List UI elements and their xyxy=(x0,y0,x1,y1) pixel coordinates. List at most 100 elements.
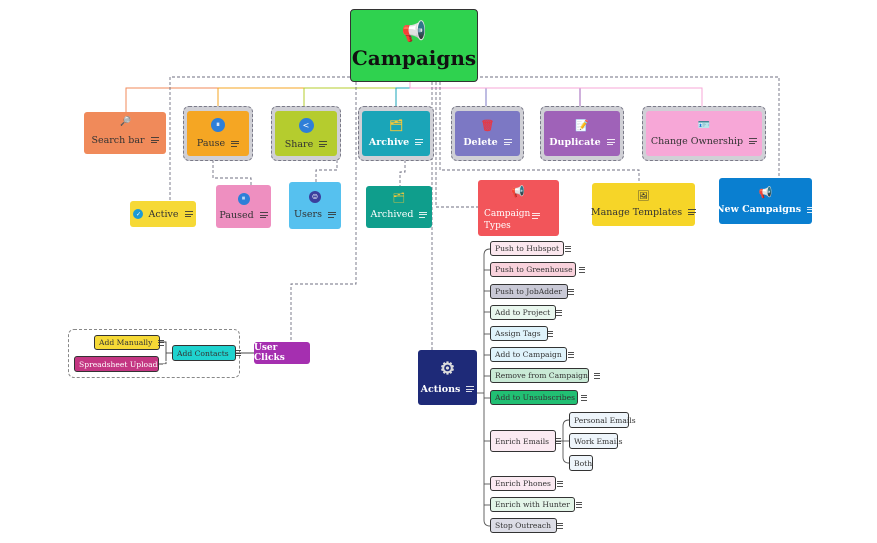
note-icon xyxy=(532,211,540,220)
note-icon xyxy=(807,205,816,214)
note-icon xyxy=(327,210,336,219)
note-icon xyxy=(593,371,600,380)
megaphone-icon: 📢 xyxy=(401,19,427,43)
note-icon xyxy=(184,210,193,219)
node-actions[interactable]: ⚙ Actions xyxy=(418,350,477,405)
root-title: Campaigns xyxy=(351,46,477,70)
user-icon: ☺ xyxy=(309,191,321,203)
node-label: Campaign Types xyxy=(484,209,531,231)
action-label: Push to JobAdder xyxy=(495,287,563,296)
action-label: Push to Hubspot xyxy=(495,244,559,253)
node-label: Change Ownership xyxy=(650,135,744,147)
person-card-icon: 🪪 xyxy=(697,119,711,131)
check-circle-icon: ✓ xyxy=(133,209,144,219)
option-label: Personal Emails xyxy=(574,415,636,425)
action-item-push-to-jobadder[interactable]: Push to JobAdder xyxy=(490,284,575,299)
action-item-remove-from-campaign[interactable]: Remove from Campaign xyxy=(490,368,600,383)
note-icon xyxy=(319,140,328,149)
action-item-assign-tags[interactable]: Assign Tags xyxy=(490,326,553,341)
node-add-contacts[interactable]: Add Contacts xyxy=(172,345,241,361)
node-active[interactable]: ✓ Active xyxy=(130,201,196,227)
action-label: Enrich Emails xyxy=(495,436,550,446)
action-item-add-to-unsubscribes[interactable]: Add to Unsubscribes xyxy=(490,390,588,405)
megaphone-icon: 📢 xyxy=(758,186,773,199)
option-label: Work Emails xyxy=(574,436,623,446)
node-change-ownership[interactable]: 🪪 Change Ownership xyxy=(646,111,762,156)
action-item-add-to-project[interactable]: Add to Project xyxy=(490,305,563,320)
action-item-push-to-greenhouse[interactable]: Push to Greenhouse xyxy=(490,262,585,277)
node-label: Archived xyxy=(370,209,414,220)
node-search-bar[interactable]: 🔎 Search bar xyxy=(84,112,166,154)
node-duplicate[interactable]: 📝 Duplicate xyxy=(544,111,620,156)
note-icon xyxy=(567,350,574,359)
node-pause[interactable]: ⏸ Pause xyxy=(187,111,249,156)
node-campaign-types[interactable]: 📢 Campaign Types xyxy=(478,180,559,236)
note-icon xyxy=(163,360,170,369)
note-icon xyxy=(555,437,562,446)
enrich-option-both[interactable]: Both xyxy=(569,455,593,471)
note-icon xyxy=(231,139,240,148)
note-icon xyxy=(575,500,582,509)
action-item-enrich-with-hunter[interactable]: Enrich with Hunter xyxy=(490,497,582,512)
action-label: Remove from Campaign xyxy=(495,371,588,380)
action-item-add-to-campaign[interactable]: Add to Campaign xyxy=(490,347,574,362)
node-label: Spreadsheet Upload xyxy=(79,359,158,369)
action-label: Enrich with Hunter xyxy=(495,500,570,509)
node-label: Actions xyxy=(420,383,461,395)
note-icon xyxy=(556,308,563,317)
node-delete[interactable]: 🗑 Delete xyxy=(455,111,520,156)
note-pad-icon: 📝 xyxy=(575,118,589,132)
megaphone-icon: 📢 xyxy=(511,185,525,198)
node-paused[interactable]: ⏸ Paused xyxy=(216,185,271,228)
note-icon xyxy=(419,210,428,219)
template-icon: 🖼 xyxy=(637,190,650,202)
node-label: Duplicate xyxy=(549,136,601,148)
action-label: Enrich Phones xyxy=(495,479,551,488)
action-label: Stop Outreach xyxy=(495,521,552,530)
folder-icon: 🗂 xyxy=(389,118,403,132)
node-label: Paused xyxy=(219,209,254,221)
note-icon xyxy=(565,244,571,253)
enrich-option-personal-emails[interactable]: Personal Emails xyxy=(569,412,636,428)
node-label: User Clicks xyxy=(254,343,285,363)
node-label: Active xyxy=(148,208,179,220)
root-node-campaigns[interactable]: 📢 Campaigns xyxy=(350,9,478,82)
node-label: Users xyxy=(294,209,322,220)
node-add-manually[interactable]: Add Manually xyxy=(94,335,165,350)
node-archive[interactable]: 🗂 Archive xyxy=(362,111,430,156)
note-icon xyxy=(606,138,615,147)
action-label: Add to Project xyxy=(495,308,551,317)
action-item-push-to-hubspot[interactable]: Push to Hubspot xyxy=(490,241,571,256)
node-archived[interactable]: 🗂 Archived xyxy=(366,186,432,228)
action-label: Add to Unsubscribes xyxy=(495,393,576,402)
note-icon xyxy=(581,393,588,402)
action-item-stop-outreach[interactable]: Stop Outreach xyxy=(490,518,564,533)
node-user-clicks[interactable]: User Clicks xyxy=(254,342,310,364)
node-share[interactable]: < Share xyxy=(275,111,337,156)
node-label: Search bar xyxy=(91,134,145,146)
add-contacts-group-frame xyxy=(68,329,240,378)
enrich-option-work-emails[interactable]: Work Emails xyxy=(569,433,623,449)
pause-icon: ⏸ xyxy=(237,192,250,205)
node-label: Manage Templates xyxy=(590,206,683,218)
node-spreadsheet-upload[interactable]: Spreadsheet Upload xyxy=(74,356,170,372)
note-icon xyxy=(158,338,165,347)
note-icon xyxy=(259,211,268,220)
note-icon xyxy=(688,208,697,217)
node-users[interactable]: ☺ Users xyxy=(289,182,341,229)
node-label: Share xyxy=(284,138,314,150)
trash-icon: 🗑 xyxy=(480,118,495,132)
note-icon xyxy=(556,479,563,488)
node-new-campaigns[interactable]: 📢 New Campaigns xyxy=(715,178,816,224)
note-icon xyxy=(150,136,159,145)
node-label: Archive xyxy=(368,136,410,148)
node-manage-templates[interactable]: 🖼 Manage Templates xyxy=(590,183,697,226)
magnifier-icon: 🔎 xyxy=(120,117,132,127)
node-label: Add Contacts xyxy=(177,348,229,358)
note-icon xyxy=(749,137,758,146)
node-label: New Campaigns xyxy=(715,204,802,215)
action-item-enrich-emails[interactable]: Enrich Emails xyxy=(490,430,562,452)
note-icon xyxy=(503,138,512,147)
note-icon xyxy=(546,329,553,338)
action-item-enrich-phones[interactable]: Enrich Phones xyxy=(490,476,563,491)
